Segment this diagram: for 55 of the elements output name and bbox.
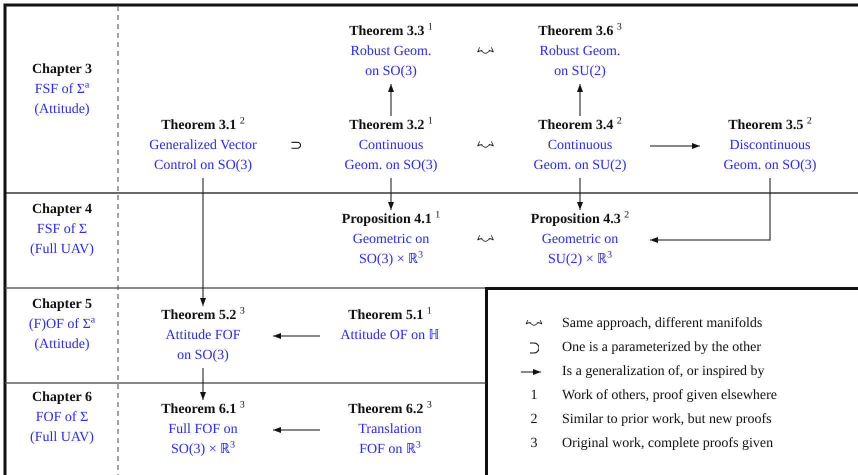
theorem-description: Geometric on SO(3) × ℝ$^{3}$	[352, 231, 430, 269]
arrow	[577, 178, 583, 210]
theorem-heading: Theorem 3.1 $^{2}$	[161, 116, 245, 135]
wavy-arrow	[477, 234, 494, 242]
legend-text: One is a parameterized by the other	[562, 340, 762, 356]
theorem-description: Discontinuous Geom. on SO(3)	[722, 137, 818, 175]
footnote-number: 2	[530, 412, 538, 428]
theorem-description: Continuous Geom. on SO(3)	[344, 137, 438, 175]
theorem-heading: Theorem 3.2 $^{1}$	[349, 116, 433, 135]
theorem-description: Robust Geom. on SU(2)	[538, 43, 622, 81]
wavy-arrow	[477, 46, 494, 54]
legend-text: Is a generalization of, or inspired by	[562, 364, 765, 380]
arrow	[200, 368, 206, 400]
elbow-arrow	[650, 178, 770, 243]
arrow	[272, 427, 320, 433]
chapter-subtitle: FSF of Σ$^{a}$ (Attitude)	[33, 80, 91, 119]
chapter-heading: Chapter 5	[32, 296, 92, 314]
arrow	[577, 84, 583, 116]
theorem-heading: Theorem 3.4 $^{2}$	[538, 116, 622, 135]
theorem-heading: Theorem 6.2 $^{3}$	[348, 400, 432, 419]
theorem-heading: Theorem 5.2 $^{3}$	[161, 306, 245, 325]
arrow	[388, 84, 394, 116]
legend-text: Similar to prior work, but new proofs	[562, 412, 772, 428]
wavy-arrow	[477, 140, 494, 148]
chapter-heading: Chapter 6	[32, 389, 92, 407]
theorem-description: Attitude FOF on SO(3)	[164, 327, 242, 365]
theorem-description: Geometric on SU(2) × ℝ$^{3}$	[540, 231, 620, 269]
chapter-heading: Chapter 4	[32, 201, 92, 219]
theorem-heading: Theorem 3.5 $^{2}$	[728, 116, 812, 135]
theorem-description: Full FOF on SO(3) × ℝ$^{3}$	[167, 421, 239, 459]
arrow	[650, 143, 700, 149]
theorem-description: Continuous Geom. on SU(2)	[532, 137, 628, 175]
theorem-description: Generalized Vector Control on SO(3)	[148, 137, 258, 175]
footnote-number: 1	[530, 388, 538, 404]
superset-symbol: ⊃	[290, 137, 303, 156]
chapter-heading: Chapter 3	[32, 61, 92, 79]
legend-text: Original work, complete proofs given	[562, 436, 774, 452]
chapter-subtitle: FSF of Σ (Full UAV)	[29, 221, 95, 259]
legend-text: Work of others, proof given elsewhere	[562, 388, 778, 404]
arrow	[200, 178, 206, 306]
theorem-heading: Theorem 5.1 $^{1}$	[348, 306, 432, 325]
chapter-subtitle: (F)OF of Σ$^{a}$ (Attitude)	[28, 315, 96, 354]
theorem-heading: Theorem 6.1 $^{3}$	[161, 400, 245, 419]
theorem-description: Translation FOF on ℝ$^{3}$	[357, 421, 423, 459]
arrow	[388, 178, 394, 210]
legend-text: Same approach, different manifolds	[562, 316, 762, 332]
footnote-number: 3	[530, 436, 538, 452]
theorem-heading: Proposition 4.1 $^{1}$	[342, 210, 440, 229]
theorem-description: Robust Geom. on SO(3)	[350, 43, 432, 81]
theorem-heading: Proposition 4.3 $^{2}$	[530, 210, 630, 229]
arrow	[272, 333, 320, 339]
theorem-heading: Theorem 3.6 $^{3}$	[538, 22, 622, 41]
chapter-subtitle: FOF of Σ (Full UAV)	[29, 409, 95, 447]
theorem-heading: Theorem 3.3 $^{1}$	[349, 22, 433, 41]
theorem-description: Attitude OF on ℍ	[340, 327, 440, 345]
